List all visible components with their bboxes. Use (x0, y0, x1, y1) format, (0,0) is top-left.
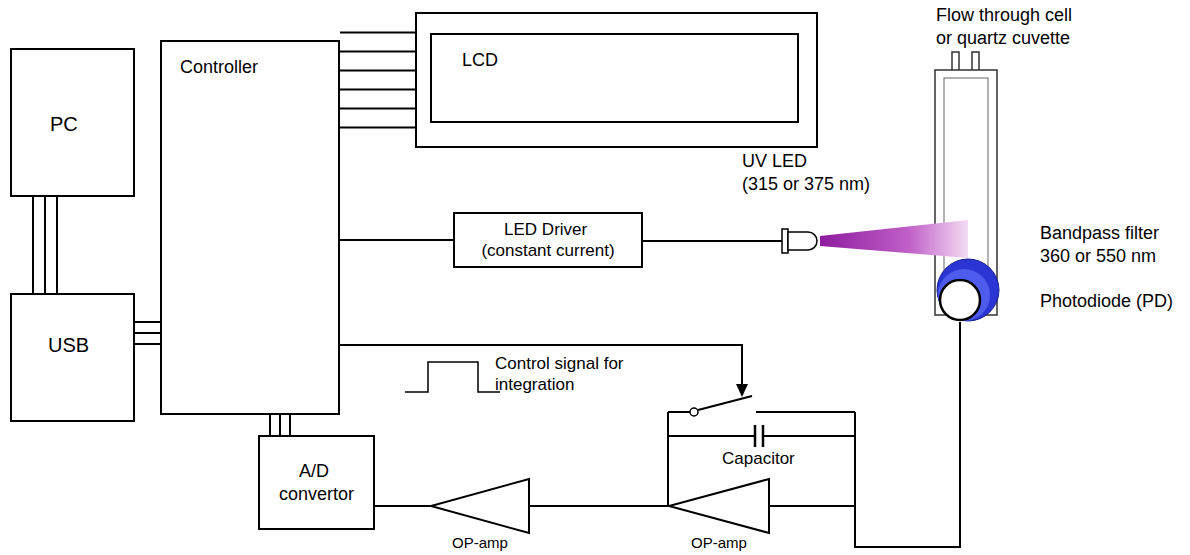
wire-connector (530, 505, 668, 507)
tri-outline (430, 478, 530, 534)
wire-connector (340, 239, 453, 241)
lcd-box: LCD (415, 12, 818, 148)
node-label: LCD (462, 49, 498, 72)
usb-box: USB (10, 293, 135, 422)
node-label: Photodiode (PD) (1040, 290, 1173, 313)
driver-box: LED Driver (constant current) (453, 212, 643, 268)
text-line: UV LED (742, 150, 870, 173)
capacitor-wire (668, 435, 855, 437)
wire-connector (340, 33, 415, 128)
capacitor-symbol (755, 425, 763, 447)
photodiode-symbol (940, 280, 980, 320)
text-line: convertor (279, 483, 354, 506)
text-line: or quartz cuvette (936, 27, 1077, 50)
text-line: A/D (279, 460, 354, 483)
adc-box: A/D convertor (258, 435, 375, 530)
node-label: OP-amp (452, 534, 508, 553)
arrow-head (736, 384, 748, 397)
lcd-screen (430, 33, 799, 123)
text-line: (315 or 375 nm) (742, 173, 870, 196)
led-flange (782, 229, 788, 253)
text-line: (constant current) (481, 240, 614, 261)
text-line: Flow through cell (936, 4, 1077, 27)
node-label: A/D convertor (279, 460, 354, 505)
text-line: Control signal for (495, 353, 628, 374)
tri-outline (668, 478, 770, 534)
op-amp-symbol (669, 479, 769, 533)
uv-beam (820, 220, 968, 258)
wire-connector (375, 505, 430, 507)
wire-connector (770, 322, 960, 547)
node-label: Controller (180, 56, 258, 79)
circle-outline (938, 278, 982, 322)
text-line: 360 or 550 nm (1040, 245, 1164, 268)
capacitor-label: Capacitor (722, 448, 795, 469)
text-line: integration (495, 374, 628, 395)
cell-tube (952, 52, 959, 72)
op-amp: OP-amp (430, 478, 530, 534)
wire-connector (270, 415, 290, 435)
switch-contact (690, 408, 698, 416)
controller-box: Controller (160, 40, 340, 415)
text-line: LED Driver (481, 219, 614, 240)
photodiode: Photodiode (PD) (938, 278, 982, 322)
bandpass-filter (938, 269, 990, 321)
signal-label: Control signal for integration (495, 353, 628, 396)
node-label: LED Driver (constant current) (481, 219, 614, 262)
switch-wire (668, 411, 690, 413)
wire-connector (33, 197, 57, 293)
node-label: UV LED (315 or 375 nm) (742, 150, 870, 195)
uv-led: UV LED (315 or 375 nm) (772, 226, 820, 256)
node-label: PC (50, 112, 78, 137)
text-line: Bandpass filter (1040, 222, 1164, 245)
bandpass-filter (937, 259, 999, 321)
op-amp-symbol (431, 479, 529, 533)
led-outline (772, 226, 820, 256)
led-lead (772, 240, 782, 242)
pc-box: PC (10, 48, 135, 197)
cell-label: Flow through cell or quartz cuvette (936, 4, 1077, 49)
pulse-symbol (405, 362, 500, 392)
switch-wire (756, 411, 855, 413)
switch-lever (698, 396, 752, 410)
node-label: OP-amp (691, 534, 747, 553)
led-body (788, 232, 817, 250)
wire-connector (135, 322, 160, 344)
node-label: USB (48, 333, 89, 358)
cell-tube (972, 52, 979, 72)
wire-connector (643, 240, 772, 242)
op-amp: OP-amp (668, 478, 770, 534)
filter-label: Bandpass filter 360 or 550 nm (1040, 222, 1164, 267)
